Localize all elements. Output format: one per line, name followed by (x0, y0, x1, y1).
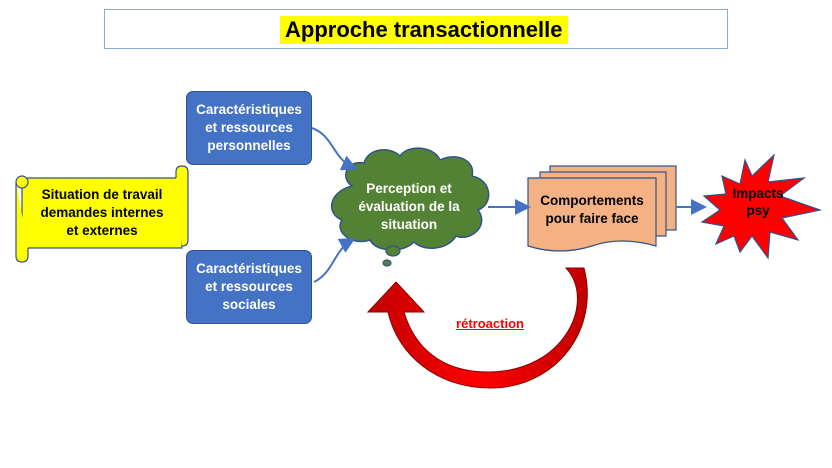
comportements-label: Comportements pour faire face (540, 193, 644, 226)
situation-scroll-shape (15, 165, 189, 263)
arrow-perso-to-perception (311, 127, 358, 171)
perso-label: Caractéristiques et ressources personnel… (196, 102, 302, 153)
situation-label: Situation de travail demandes internes e… (40, 187, 164, 238)
feedback-curved-arrow (366, 267, 588, 389)
feedback-label: rétroaction (456, 316, 524, 331)
sociales-label: Caractéristiques et ressources sociales (196, 261, 302, 312)
arrow-sociales-to-perception (313, 238, 356, 283)
page-title: Approche transactionnelle (280, 16, 568, 44)
impacts-starburst (700, 153, 823, 260)
comportements-doc-stack (527, 165, 677, 252)
sociales-box (186, 250, 312, 324)
perception-label: Perception et évaluation de la situation (358, 181, 460, 232)
perso-box (186, 91, 312, 165)
impacts-label: Impacts psy (732, 186, 784, 218)
